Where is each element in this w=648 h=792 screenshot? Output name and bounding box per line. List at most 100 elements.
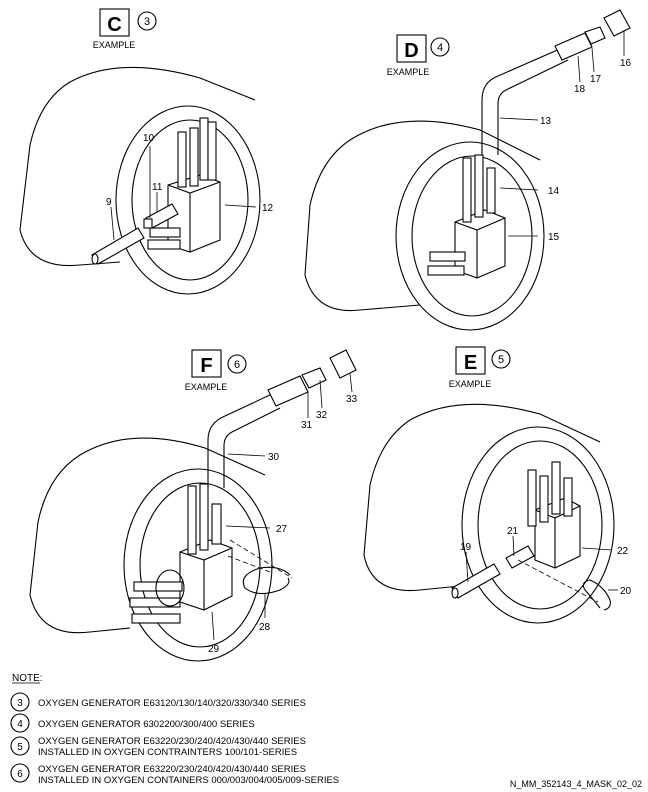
note-4-text-line-1: OXYGEN GENERATOR E63220/230/240/420/430/… <box>38 764 306 775</box>
view-f-cap <box>329 349 357 379</box>
view-f-callout-32: 32 <box>316 410 328 421</box>
view-f-tube-3 <box>133 581 183 592</box>
view-e-tube-1 <box>527 469 537 527</box>
view-f-callout-27: 27 <box>276 524 288 535</box>
view-c-callout-9: 9 <box>106 197 112 208</box>
view-d-note-ref: 4 <box>437 42 443 54</box>
view-f-note-ref-circle <box>227 354 247 374</box>
view-f-clamp <box>155 569 185 607</box>
view-f-bent-hose-b <box>223 407 281 488</box>
view-d-nipple <box>584 26 606 45</box>
view-f: F 6 EXAMPLE 27 28 29 30 <box>29 349 358 662</box>
view-e-tube-4 <box>563 477 573 517</box>
note-2-number: 4 <box>17 719 23 730</box>
view-d-caption: EXAMPLE <box>387 67 430 77</box>
view-d-leader-13 <box>499 117 539 121</box>
view-f-leader-29 <box>211 611 215 641</box>
view-f-callout-28: 28 <box>259 622 271 633</box>
view-e-callout-19: 19 <box>460 542 472 553</box>
view-d-letter-box <box>396 34 427 63</box>
view-f-leader-32 <box>319 379 323 409</box>
view-f-retaining-ring <box>242 566 291 595</box>
view-f-callout-29: 29 <box>208 644 220 655</box>
view-e-callout-22: 22 <box>617 546 629 557</box>
view-f-bent-hose-a <box>207 393 273 488</box>
view-c-container-rim <box>115 105 261 295</box>
view-e: E 5 EXAMPLE 19 20 21 22 <box>363 346 632 624</box>
view-e-container-end-outer <box>477 440 603 610</box>
note-4-text-line-2: INSTALLED IN OXYGEN CONTAINERS 000/003/0… <box>38 775 339 786</box>
view-f-ring-path-1 <box>229 539 293 579</box>
note-1-circle <box>10 692 30 712</box>
note-title: NOTE: <box>12 673 43 684</box>
view-f-tube-5 <box>131 613 181 624</box>
view-f-callout-31: 31 <box>301 420 313 431</box>
view-e-note-ref-circle <box>491 349 511 369</box>
view-e-nipple <box>505 545 535 569</box>
view-d-bent-hose-a <box>481 47 563 155</box>
view-f-coupling <box>267 375 309 407</box>
view-c-callout-11: 11 <box>152 182 163 193</box>
view-d-callout-16: 16 <box>620 58 632 69</box>
view-e-hose <box>451 563 501 599</box>
figure-id: N_MM_352143_4_MASK_02_02 <box>510 779 642 789</box>
view-e-callout-21: 21 <box>507 526 519 537</box>
view-e-leader-21 <box>512 535 515 557</box>
view-c-letter: C <box>107 14 121 36</box>
view-d-cap <box>603 9 631 37</box>
view-d-tube-4 <box>427 265 465 276</box>
view-d-leader-18 <box>577 55 581 83</box>
note-3-number: 5 <box>17 742 23 753</box>
view-e-letter-box <box>455 346 486 375</box>
view-d-note-ref-circle <box>430 37 450 57</box>
note-2-circle <box>10 713 30 733</box>
view-d: D 4 EXAMPLE 13 14 15 16 17 18 <box>304 9 632 331</box>
view-d-container-rim <box>395 141 545 331</box>
view-f-leader-30 <box>227 453 266 457</box>
view-c-tube-6 <box>147 239 181 250</box>
view-c-manifold-edges <box>167 181 221 252</box>
view-d-callout-15: 15 <box>548 232 560 243</box>
view-c-container-body <box>19 66 256 267</box>
note-1-number: 3 <box>17 698 23 709</box>
view-d-callout-18: 18 <box>574 84 586 95</box>
view-c-callout-10: 10 <box>143 133 155 144</box>
view-e-retaining-ring <box>582 579 611 611</box>
view-e-leader-22 <box>581 547 613 551</box>
view-c-callout-12: 12 <box>262 203 274 214</box>
view-d-manifold-edges <box>454 217 506 278</box>
view-f-leader-27 <box>225 525 271 529</box>
view-d-leader-14 <box>499 187 539 191</box>
view-c-fitting <box>143 218 153 229</box>
view-d-coupling <box>554 32 593 61</box>
view-f-leader-33 <box>349 373 353 393</box>
view-f-tube-2 <box>199 483 209 551</box>
note-3-text-line-2: INSTALLED IN OXYGEN CONTRAINTERS 100/101… <box>38 747 297 758</box>
view-f-container-end-outer <box>139 482 261 648</box>
view-d-callout-13: 13 <box>540 116 552 127</box>
view-e-leader-19 <box>465 551 469 583</box>
view-c-note-ref-circle <box>137 11 157 31</box>
view-f-caption: EXAMPLE <box>185 382 228 392</box>
view-f-tube-1 <box>187 485 197 555</box>
view-f-note-ref: 6 <box>234 359 240 371</box>
view-f-manifold-edges <box>179 547 233 610</box>
view-e-note-ref: 5 <box>498 354 504 366</box>
view-c-tube-5 <box>149 227 181 238</box>
view-c-tube-2 <box>189 127 199 187</box>
view-f-letter: F <box>200 355 212 377</box>
view-c-leader-12 <box>224 204 257 208</box>
view-f-callout-30: 30 <box>268 452 280 463</box>
note-1-text: OXYGEN GENERATOR E63120/130/140/320/330/… <box>38 698 306 709</box>
view-d-callout-17: 17 <box>590 74 602 85</box>
view-f-ring-path-2 <box>227 555 271 573</box>
view-e-container-body <box>363 403 601 592</box>
view-f-container-body <box>29 437 266 634</box>
view-d-tube-3 <box>429 251 466 262</box>
note-3-circle <box>10 736 30 756</box>
view-e-tube-3 <box>551 461 561 515</box>
note-2-text: OXYGEN GENERATOR 6302200/300/400 SERIES <box>38 719 255 730</box>
view-e-hose-end <box>451 587 459 599</box>
view-f-container-rim <box>123 468 273 662</box>
